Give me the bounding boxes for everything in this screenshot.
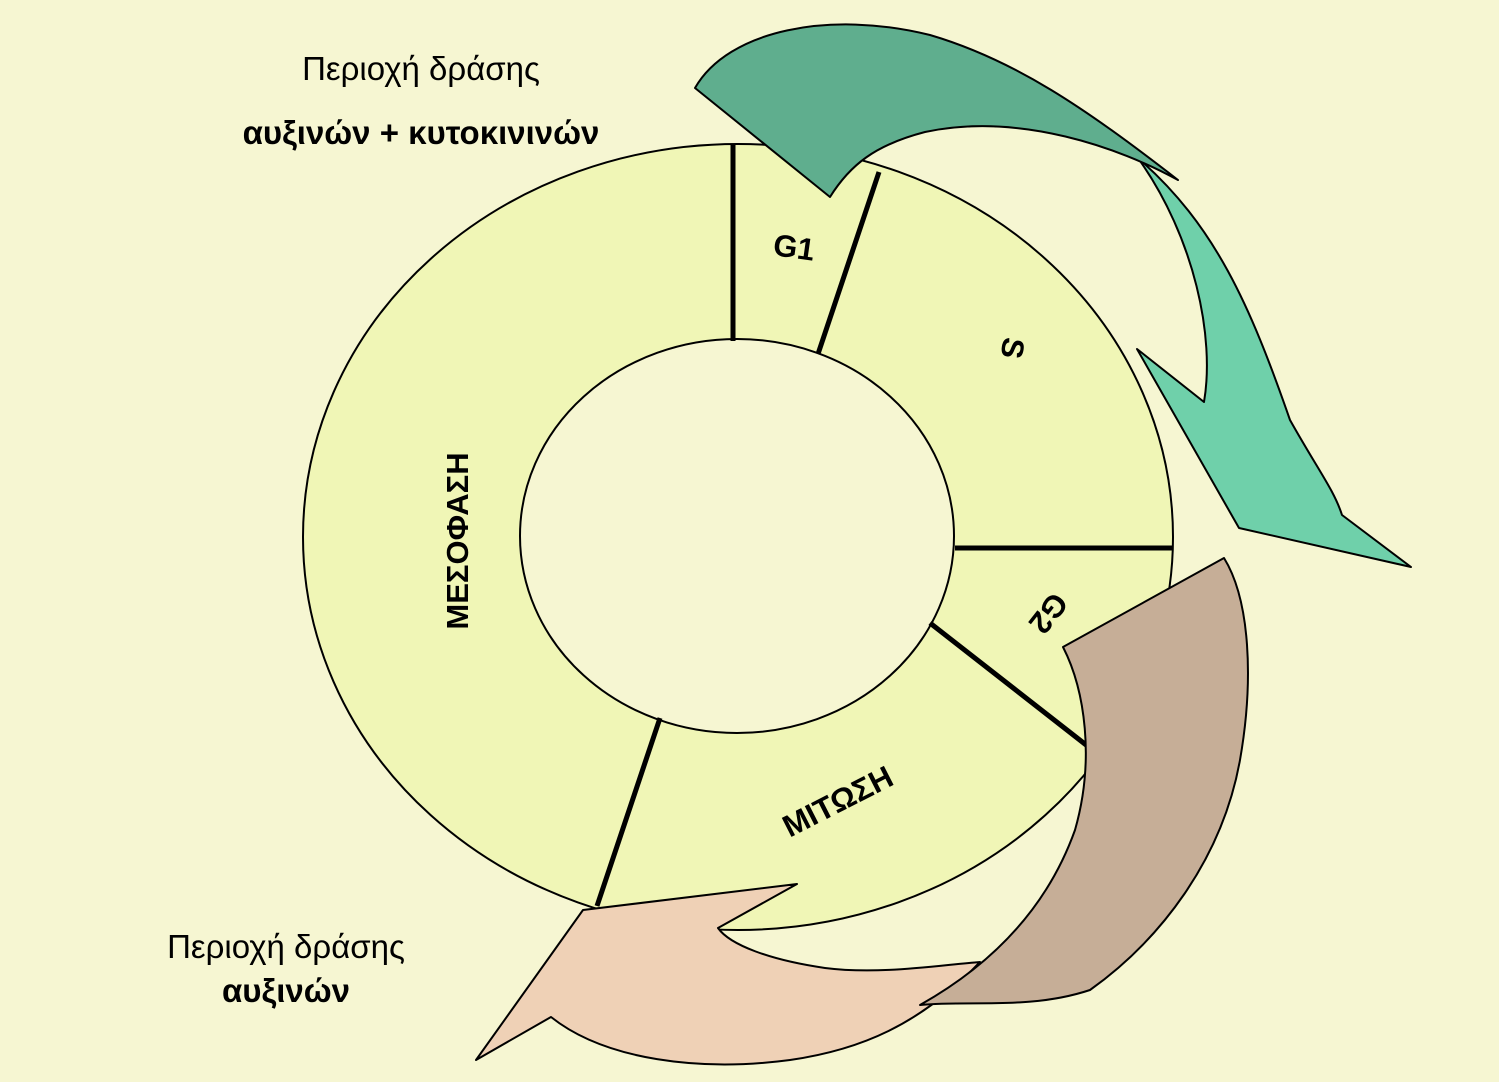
phase-label-interphase: ΜΕΣΟΦΑΣΗ xyxy=(440,452,475,629)
bottom-curved-arrow-icon xyxy=(475,557,1249,1066)
top-label-line2: αυξινών + κυτοκινινών xyxy=(243,114,600,151)
divider-mitosis-interphase xyxy=(594,717,663,907)
phase-dividers xyxy=(594,145,1172,907)
divider-g1-s xyxy=(815,171,882,355)
divider-g2-mitosis xyxy=(928,621,1092,750)
top-curved-arrow-icon xyxy=(694,23,1412,568)
top-arrow-dark-body xyxy=(694,23,1179,198)
bottom-label-line2: αυξινών xyxy=(222,972,350,1009)
top-arrow-light-body xyxy=(1136,157,1412,568)
cell-cycle-center xyxy=(519,338,955,734)
phase-label-g1: G1 xyxy=(771,227,817,267)
top-label-line1: Περιοχή δράσης xyxy=(302,50,540,87)
bottom-arrow-dark-body xyxy=(919,557,1249,1006)
bottom-arrow-light-body xyxy=(475,883,981,1066)
bottom-label-line1: Περιοχή δράσης xyxy=(167,928,405,965)
